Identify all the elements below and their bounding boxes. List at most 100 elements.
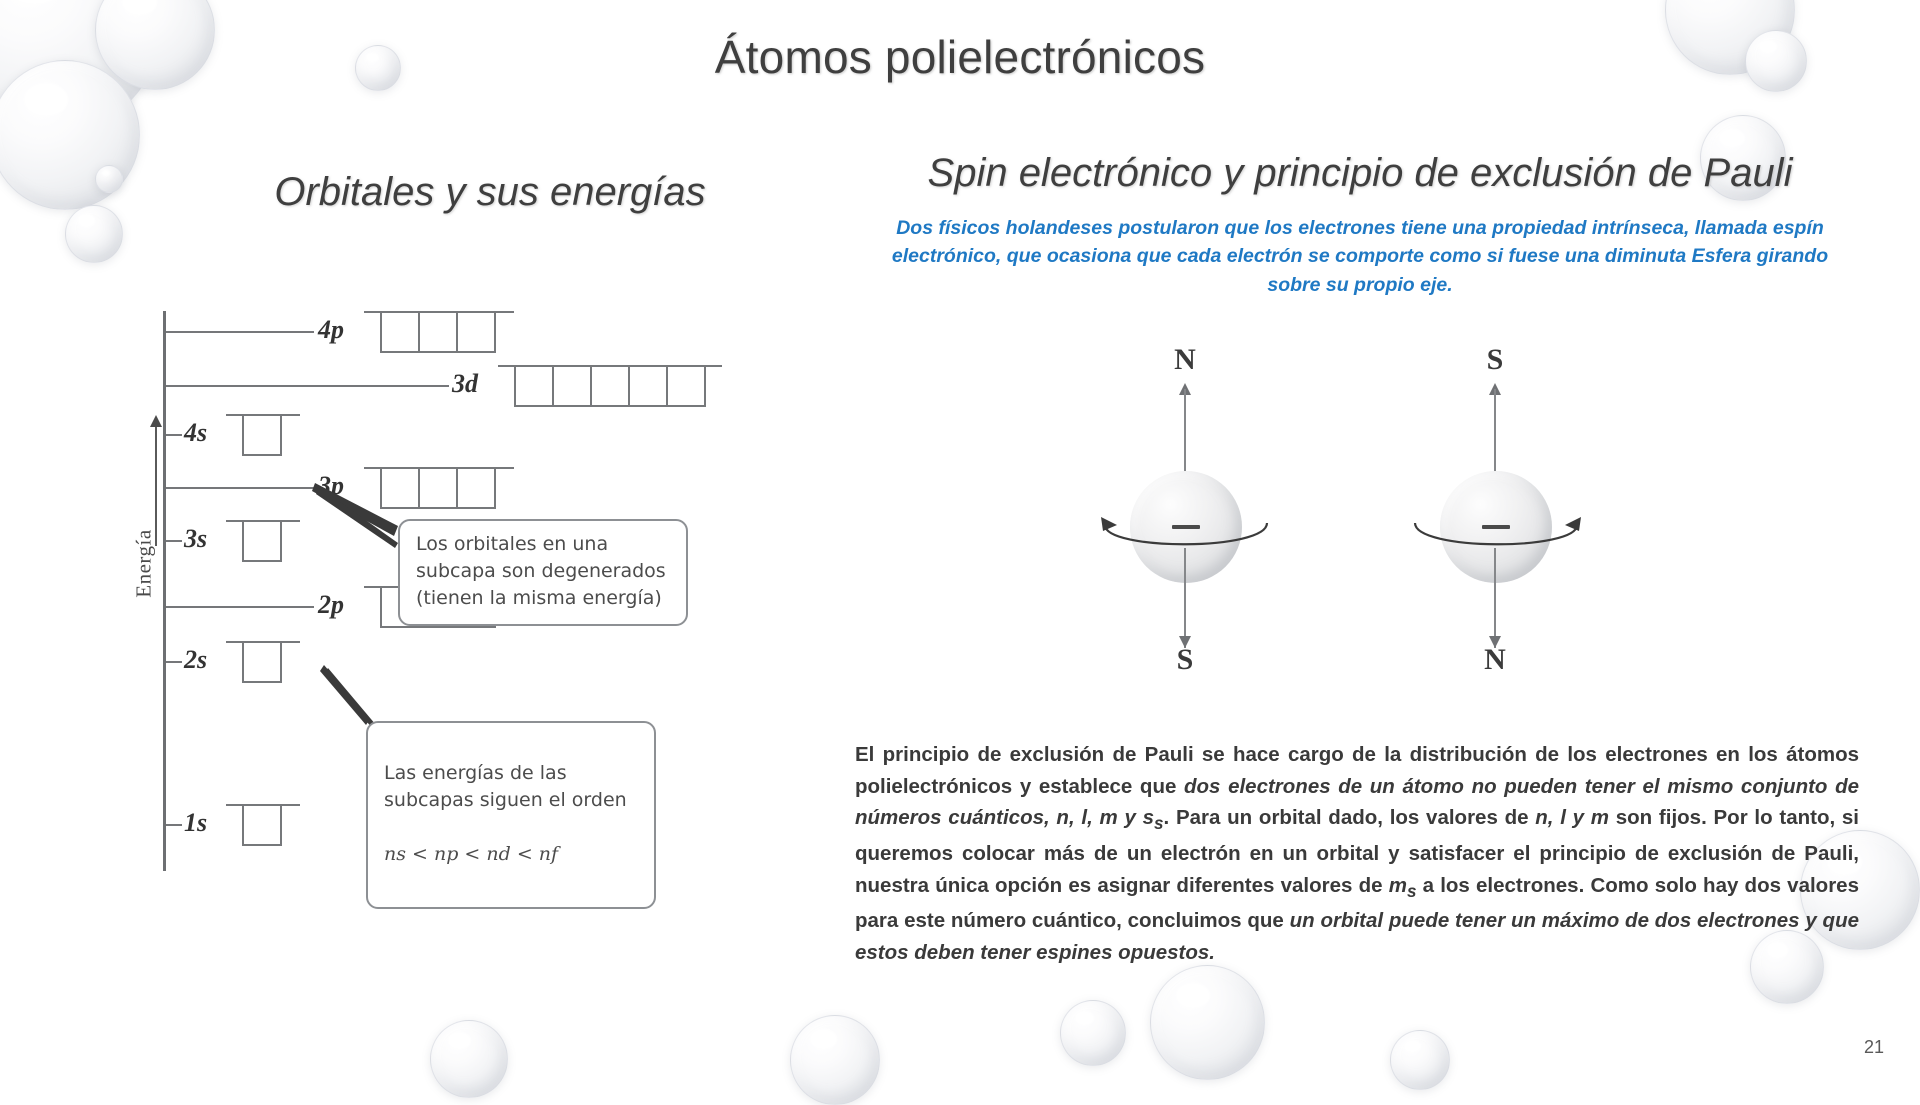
- orbital-cell: [418, 311, 458, 353]
- level-line-4s: [166, 434, 182, 436]
- level-label-4s: 4s: [184, 418, 208, 447]
- minus-charge-icon: [1172, 524, 1200, 529]
- electron-sphere: [1130, 470, 1242, 583]
- pauli-text-3: son fijos. Por lo tanto, si queremos col…: [855, 806, 1859, 897]
- right-section: Spin electrónico y principio de exclusió…: [855, 150, 1865, 969]
- spin-axis-bottom: [1184, 547, 1186, 648]
- spin-sphere-left: N S: [1035, 342, 1335, 676]
- spin-intro-note: Dos físicos holandeses postularon que lo…: [891, 217, 1829, 296]
- level-line-3d: [166, 385, 449, 387]
- spin-rotation-arrow-icon: [1413, 516, 1581, 546]
- arrow-down-icon: [1179, 635, 1191, 648]
- callout-subshell-order-text: Las energías de las subcapas siguen el o…: [384, 761, 627, 811]
- orbital-cell: [590, 365, 630, 407]
- level-stub: [282, 414, 300, 416]
- level-stub: [496, 311, 514, 313]
- pauli-italic-3: m: [1388, 873, 1407, 897]
- pole-label-north: N: [1174, 342, 1196, 376]
- bubble-decoration: [1150, 965, 1265, 1080]
- bubble-decoration: [1390, 1030, 1450, 1090]
- level-line-1s: [166, 824, 182, 826]
- pauli-text-2: . Para un orbital dado, los valores de: [1163, 806, 1536, 830]
- energy-axis: [163, 311, 166, 871]
- pauli-paragraph: El principio de exclusión de Pauli se ha…: [855, 739, 1865, 969]
- level-line-3p: [166, 487, 314, 489]
- minus-charge-icon: [1482, 524, 1510, 529]
- orbital-cell: [628, 365, 668, 407]
- level-stub: [282, 804, 300, 806]
- spin-axis-bottom: [1494, 547, 1496, 648]
- level-stub: [364, 467, 382, 469]
- orbital-boxes-3s: [242, 520, 282, 562]
- orbital-cell: [242, 414, 282, 456]
- orbital-cell: [456, 311, 496, 353]
- bubble-decoration: [1060, 1000, 1126, 1066]
- level-stub: [226, 641, 244, 643]
- orbital-cell: [552, 365, 592, 407]
- electron-spin-figure: N S S N: [855, 342, 1865, 676]
- orbital-cell: [380, 311, 420, 353]
- energy-axis-arrow-icon: [150, 415, 162, 546]
- orbital-cell: [242, 520, 282, 562]
- level-stub: [282, 641, 300, 643]
- level-line-3s: [166, 540, 182, 542]
- level-stub: [704, 365, 722, 367]
- level-stub: [226, 414, 244, 416]
- pole-label-south: S: [1176, 642, 1194, 676]
- orbital-boxes-2s: [242, 641, 282, 683]
- level-stub: [364, 311, 382, 313]
- orbital-cell: [666, 365, 706, 407]
- spin-rotation-arrow-icon: [1101, 516, 1269, 546]
- pole-label-south: S: [1486, 342, 1504, 376]
- pauli-italic-4: un orbital puede tener un máximo de dos …: [855, 909, 1859, 964]
- callout-subshell-order: Las energías de las subcapas siguen el o…: [366, 721, 656, 909]
- level-label-3p: 3p: [318, 471, 344, 500]
- pauli-text-1: El principio de exclusión de Pauli se ha…: [855, 742, 1859, 798]
- pauli-text-4: a los electrones. Como solo hay dos valo…: [855, 873, 1859, 933]
- left-section: Orbitales y sus energías Energía 4p 3d 4: [90, 170, 830, 909]
- orbital-cell: [242, 804, 282, 846]
- level-label-4p: 4p: [318, 315, 344, 344]
- spin-axis-top: [1184, 388, 1186, 494]
- level-line-4p: [166, 331, 314, 333]
- orbital-boxes-4p: [380, 311, 496, 353]
- orbital-cell: [418, 467, 458, 509]
- energy-axis-label: Energía: [131, 529, 156, 598]
- orbital-boxes-1s: [242, 804, 282, 846]
- bubble-decoration: [430, 1020, 508, 1098]
- orbital-cell: [514, 365, 554, 407]
- level-label-3d: 3d: [452, 369, 478, 398]
- level-stub: [282, 520, 300, 522]
- spin-heading: Spin electrónico y principio de exclusió…: [927, 151, 1793, 195]
- orbital-boxes-3d: [514, 365, 706, 407]
- pole-label-north: N: [1484, 642, 1506, 676]
- level-label-1s: 1s: [184, 808, 208, 837]
- callout-subshell-order-formula: ns < np < nd < nf: [384, 842, 559, 865]
- bubble-decoration: [790, 1015, 880, 1105]
- level-label-2p: 2p: [318, 590, 344, 619]
- level-stub: [226, 520, 244, 522]
- pauli-italic-1: dos electrones de un átomo no pueden ten…: [855, 774, 1859, 830]
- pauli-sub-2: s: [1406, 881, 1417, 901]
- orbital-boxes-4s: [242, 414, 282, 456]
- level-stub: [364, 586, 382, 588]
- electron-sphere: [1440, 470, 1552, 583]
- spin-axis-top: [1494, 388, 1496, 494]
- level-stub: [498, 365, 516, 367]
- level-label-3s: 3s: [184, 524, 208, 553]
- level-label-2s: 2s: [184, 645, 208, 674]
- orbital-cell: [456, 467, 496, 509]
- level-line-2p: [166, 606, 314, 608]
- pauli-sub-1: s: [1154, 814, 1164, 834]
- orbital-cell: [380, 467, 420, 509]
- level-stub: [496, 467, 514, 469]
- spin-sphere-right: S N: [1345, 342, 1645, 676]
- slide-number: 21: [1863, 1037, 1884, 1057]
- pauli-italic-2: n, l y m: [1535, 806, 1610, 830]
- callout-degenerate-orbitals: Los orbitales en una subcapa son degener…: [398, 519, 688, 626]
- orbitales-heading: Orbitales y sus energías: [274, 170, 706, 214]
- page-title: Átomos polielectrónicos: [714, 31, 1206, 83]
- arrow-down-icon: [1489, 635, 1501, 648]
- level-line-2s: [166, 661, 182, 663]
- level-stub: [226, 804, 244, 806]
